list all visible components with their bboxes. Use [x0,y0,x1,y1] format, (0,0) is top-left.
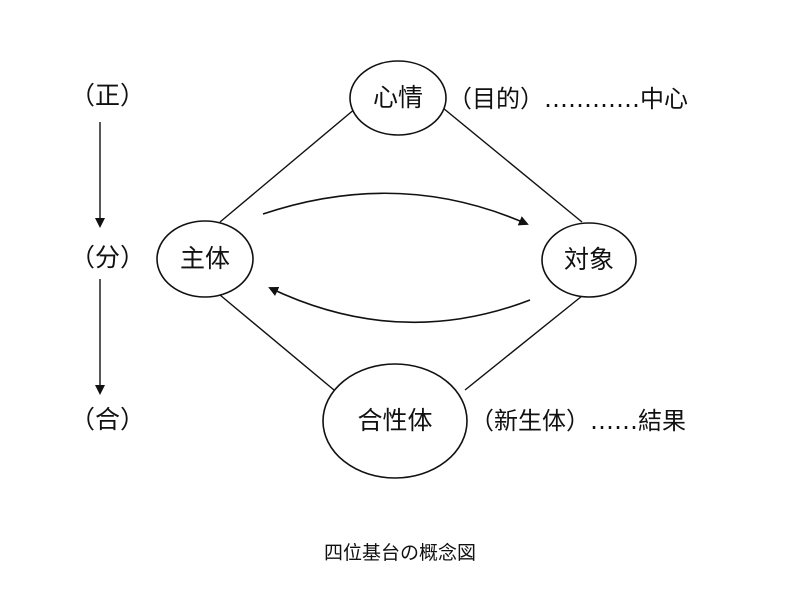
node-heart-label: 心情 [372,83,424,112]
edge-heart-subject [219,107,357,223]
stage-label-thesis: （正） [70,81,146,110]
node-object-ellipse [541,222,637,298]
arrow-object-to-subject [268,286,531,324]
stage-label-division: （分） [70,243,146,272]
stage-label-synthesis: （合） [70,405,146,434]
edge-object-union [464,295,583,391]
node-union-ellipse [322,363,468,479]
node-union-label: 合性体 [357,406,433,435]
node-heart-ellipse [349,60,447,136]
union-annotation: （新生体）……結果 [470,407,686,435]
node-subject-ellipse [156,220,254,298]
edge-heart-object [442,107,583,223]
heart-annotation: （目的）…………中心 [448,85,688,113]
node-subject-label: 主体 [179,244,231,273]
figure-caption: 四位基台の概念図 [323,542,476,564]
arrow-subject-to-object [262,192,529,226]
edge-subject-union [219,294,335,391]
node-object-label: 対象 [563,245,615,274]
